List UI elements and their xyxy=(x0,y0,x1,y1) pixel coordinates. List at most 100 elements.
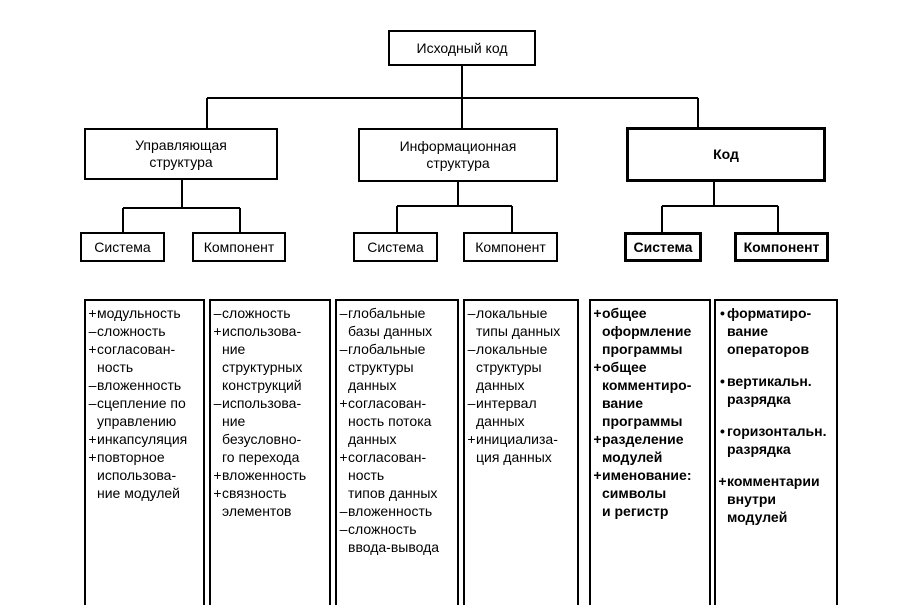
criterion-item: •горизонтальн. xyxy=(718,422,836,440)
criterion-text: данных xyxy=(348,431,397,447)
criterion-marker: – xyxy=(88,395,97,411)
criterion-marker xyxy=(467,412,476,430)
criterion-marker: – xyxy=(339,503,348,519)
criterion-item-continuation: ние модулей xyxy=(88,484,203,502)
criterion-text: ность xyxy=(348,467,385,483)
criterion-item-continuation: данных xyxy=(339,430,457,448)
criterion-text: повторное xyxy=(97,449,165,465)
criterion-marker: • xyxy=(720,373,725,389)
criterion-text: сложность xyxy=(348,521,417,537)
column-control-system: +модульность–сложность+согласован-ность–… xyxy=(84,299,205,605)
criterion-marker xyxy=(339,412,348,430)
criterion-text: данных xyxy=(476,377,525,393)
criterion-item-continuation: элементов xyxy=(213,502,329,520)
criterion-item: +связность xyxy=(213,484,329,502)
criterion-text: ность xyxy=(97,359,134,375)
criterion-marker xyxy=(593,376,602,394)
criterion-marker xyxy=(593,412,602,430)
criterion-text: горизонтальн. xyxy=(727,423,827,439)
criterion-marker xyxy=(339,322,348,340)
criterion-text: локальные xyxy=(476,341,548,357)
criterion-item-continuation: ввода-вывода xyxy=(339,538,457,556)
criterion-item-continuation: разрядка xyxy=(718,390,836,408)
criterion-text: комментиро- xyxy=(602,377,692,393)
criterion-item: –глобальные xyxy=(339,340,457,358)
criterion-text: общее xyxy=(602,305,647,321)
criterion-text: конструкций xyxy=(222,377,302,393)
criterion-marker xyxy=(593,484,602,502)
criterion-item-continuation: безусловно- xyxy=(213,430,329,448)
criterion-text: оформление xyxy=(602,323,692,339)
criterion-item: +использова- xyxy=(213,322,329,340)
criterion-marker xyxy=(718,508,727,526)
criterion-text: инициализа- xyxy=(476,431,558,447)
criterion-marker: + xyxy=(718,473,727,489)
criterion-marker: • xyxy=(720,423,725,439)
criterion-marker: – xyxy=(88,377,97,393)
criterion-text: программы xyxy=(602,341,683,357)
criterion-marker: + xyxy=(88,431,97,447)
criterion-marker: + xyxy=(88,305,97,321)
criterion-item-continuation: комментиро- xyxy=(593,376,709,394)
criterion-text: безусловно- xyxy=(222,431,302,447)
criterion-text: разрядка xyxy=(727,441,791,457)
criterion-marker: + xyxy=(88,449,97,465)
criterion-marker: – xyxy=(339,341,348,357)
criterion-item-continuation: и регистр xyxy=(593,502,709,520)
criterion-text: разделение xyxy=(602,431,684,447)
criterion-text: сложность xyxy=(222,305,291,321)
criterion-marker xyxy=(339,466,348,484)
criterion-item: +согласован- xyxy=(339,394,457,412)
criterion-text: структуры xyxy=(476,359,542,375)
criterion-item-continuation: символы xyxy=(593,484,709,502)
criterion-text: инкапсуляция xyxy=(97,431,188,447)
criterion-marker xyxy=(593,322,602,340)
criterion-item: +разделение xyxy=(593,430,709,448)
branch-label: Управляющая структура xyxy=(135,137,227,170)
criterion-item: +инициализа- xyxy=(467,430,577,448)
criterion-text: типы данных xyxy=(476,323,561,339)
criterion-marker: + xyxy=(339,395,348,411)
information-component-node: Компонент xyxy=(463,232,558,262)
criterion-item-continuation: управлению xyxy=(88,412,203,430)
criterion-marker: – xyxy=(339,305,348,321)
criterion-item: –вложенность xyxy=(88,376,203,394)
control-system-node: Система xyxy=(80,232,165,262)
criterion-item-continuation: программы xyxy=(593,412,709,430)
criterion-text: согласован- xyxy=(348,449,427,465)
criterion-text: ние xyxy=(222,413,246,429)
criterion-marker: – xyxy=(213,305,222,321)
criterion-item: –интервал xyxy=(467,394,577,412)
item-spacer xyxy=(718,358,836,372)
criterion-item-continuation: базы данных xyxy=(339,322,457,340)
criterion-marker: – xyxy=(213,395,222,411)
criterion-item-continuation: ние xyxy=(213,340,329,358)
criterion-item-continuation: ность xyxy=(339,466,457,484)
criterion-item-continuation: программы xyxy=(593,340,709,358)
criterion-item: –сцепление по xyxy=(88,394,203,412)
criterion-item: +вложенность xyxy=(213,466,329,484)
criterion-text: вание xyxy=(727,323,769,339)
criterion-marker xyxy=(718,390,727,408)
criterion-marker xyxy=(593,394,602,412)
criterion-item-continuation: данных xyxy=(339,376,457,394)
criterion-item-continuation: внутри xyxy=(718,490,836,508)
criterion-item: +именование: xyxy=(593,466,709,484)
criterion-item-continuation: оформление xyxy=(593,322,709,340)
criterion-item-continuation: операторов xyxy=(718,340,836,358)
criterion-marker: + xyxy=(593,359,602,375)
criterion-item: +инкапсуляция xyxy=(88,430,203,448)
criterion-item: +общее xyxy=(593,304,709,322)
criterion-item: +модульность xyxy=(88,304,203,322)
criterion-item: +согласован- xyxy=(339,448,457,466)
control-component-node: Компонент xyxy=(192,232,286,262)
criterion-item-continuation: типы данных xyxy=(467,322,577,340)
criterion-marker xyxy=(88,484,97,502)
criterion-item-continuation: ция данных xyxy=(467,448,577,466)
criterion-item: +комментарии xyxy=(718,472,836,490)
criterion-marker xyxy=(339,376,348,394)
criterion-text: использова- xyxy=(222,395,302,411)
